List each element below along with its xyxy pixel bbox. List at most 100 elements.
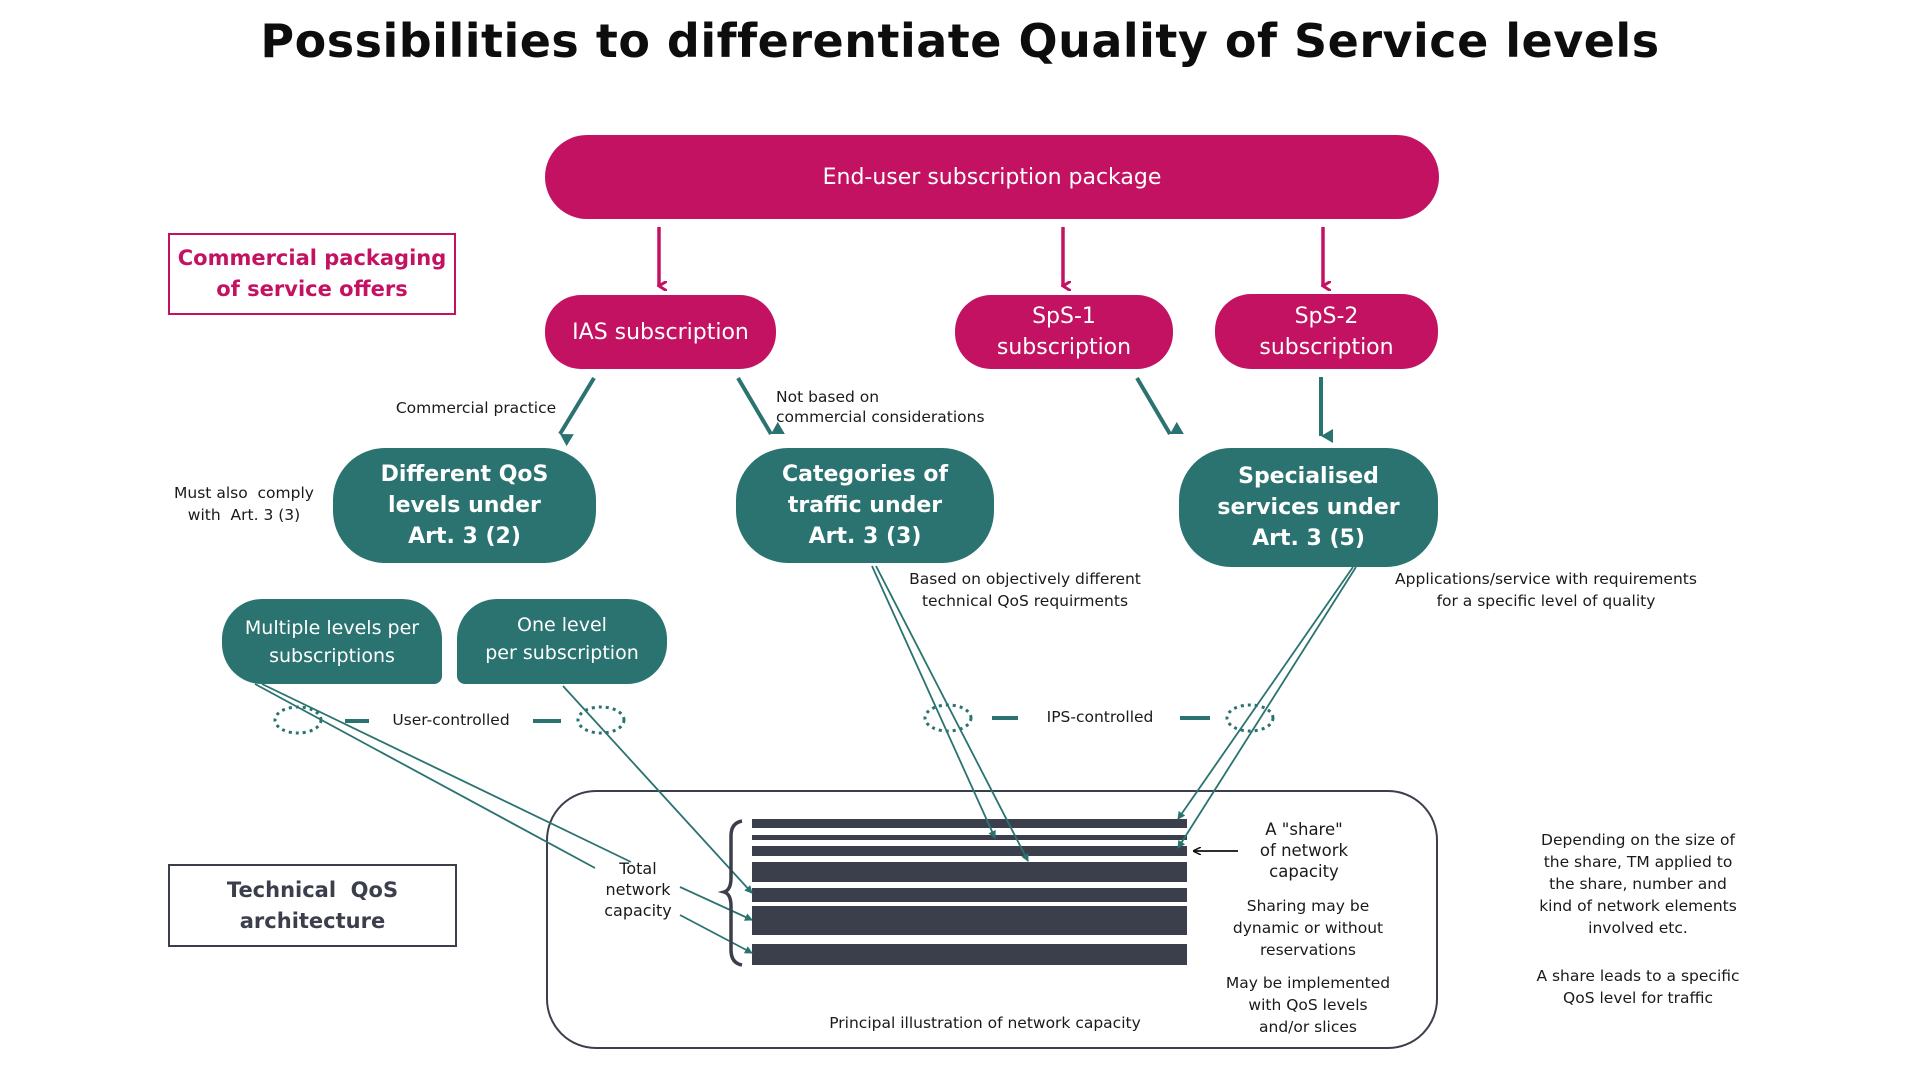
- side-note-line: involved etc.: [1588, 919, 1688, 937]
- side-note-line: the share, TM applied to: [1543, 853, 1733, 871]
- ias-subscription-label: IAS subscription: [572, 319, 749, 345]
- traffic-categories-line: Art. 3 (3): [808, 524, 922, 549]
- capacity-share-bar: [752, 944, 1187, 965]
- qos-levels-line: Different QoS: [380, 462, 549, 487]
- specialised-services-line: Specialised: [1238, 464, 1379, 489]
- user-control-marker-icon: [576, 705, 626, 735]
- implemented-line: May be implemented: [1225, 974, 1391, 992]
- one-level-line: per subscription: [485, 641, 639, 664]
- ips-control-marker-icon: [923, 703, 973, 733]
- ips-controlled-text: IPS-controlled: [1046, 708, 1154, 726]
- capacity-share-bar: [752, 846, 1187, 856]
- must-comply-line: Must also comply: [174, 484, 314, 502]
- sps1-subscription-node: SpS-1 subscription: [955, 295, 1173, 369]
- multiple-levels-connector: [254, 683, 596, 869]
- technical-section-label: Technical QoS architecture: [168, 864, 457, 947]
- commercial-practice-note: Commercial practice: [396, 398, 556, 419]
- user-controlled-text: User-controlled: [392, 711, 510, 729]
- sps1-to-specialised-arrow: [1135, 376, 1184, 436]
- not-commercial-line: commercial considerations: [776, 408, 985, 426]
- commercial-practice-text: Commercial practice: [395, 399, 557, 417]
- not-commercial-line: Not based on: [776, 388, 880, 406]
- implemented-line: with QoS levels: [1248, 996, 1368, 1014]
- multiple-levels-line: Multiple levels per: [244, 616, 420, 639]
- traffic-categories-connector: [875, 565, 1029, 862]
- traffic-categories-connector: [871, 565, 996, 839]
- capacity-share-bar: [752, 819, 1187, 828]
- side-note-qos-level: A share leads to a specific QoS level fo…: [1536, 965, 1739, 1009]
- specialised-connector: [1177, 566, 1357, 849]
- traffic-categories-line: Categories of: [781, 462, 949, 487]
- total-capacity-label: Total network capacity: [604, 858, 672, 921]
- sharing-note: Sharing may be dynamic or without reserv…: [1233, 895, 1383, 961]
- multiple-levels-connector: [261, 683, 632, 863]
- capacity-to-bar-connector: [679, 914, 753, 954]
- capacity-share-bar: [752, 906, 1187, 935]
- side-note-line: QoS level for traffic: [1563, 989, 1713, 1007]
- applications-line: for a specific level of quality: [1436, 592, 1656, 610]
- objective-requirements-line: Based on objectively different: [909, 570, 1141, 588]
- traffic-categories-line: traffic under: [787, 493, 943, 518]
- ias-to-qos-levels-arrow: [558, 376, 596, 447]
- technical-label-line: architecture: [239, 908, 386, 933]
- not-commercial-note: Not based on commercial considerations: [776, 387, 985, 427]
- objective-requirements-note: Based on objectively different technical…: [909, 568, 1141, 612]
- illustration-caption: Principal illustration of network capaci…: [829, 1013, 1141, 1034]
- commercial-label-line: Commercial packaging: [177, 246, 447, 270]
- technical-label-line: Technical QoS: [226, 877, 399, 902]
- ias-subscription-node: IAS subscription: [545, 295, 776, 369]
- illustration-caption-text: Principal illustration of network capaci…: [829, 1014, 1141, 1032]
- qos-levels-line: Art. 3 (2): [408, 524, 521, 549]
- user-controlled-label: User-controlled: [392, 710, 509, 731]
- share-label: A "share" of network capacity: [1260, 819, 1348, 882]
- specialised-connector: [1177, 566, 1354, 820]
- implemented-line: and/or slices: [1259, 1018, 1357, 1036]
- total-capacity-brace-icon: [717, 819, 743, 967]
- share-line: of network: [1259, 841, 1349, 860]
- commercial-section-label: Commercial packaging of service offers: [168, 233, 456, 315]
- end-user-package-node: End-user subscription package: [545, 135, 1439, 219]
- side-note-line: the share, number and: [1549, 875, 1727, 893]
- sps1-label-line: subscription: [996, 335, 1132, 360]
- network-to-bar-connector: [679, 886, 753, 921]
- multiple-levels-node: Multiple levels per subscriptions: [222, 599, 442, 684]
- sps2-label-line: SpS-2: [1294, 303, 1359, 329]
- applications-note: Applications/service with requirements f…: [1395, 568, 1697, 612]
- commercial-label-line: of service offers: [216, 277, 408, 301]
- share-line: capacity: [1269, 862, 1339, 881]
- sps2-subscription-node: SpS-2 subscription: [1215, 294, 1438, 369]
- total-capacity-line: Total: [619, 859, 657, 878]
- capacity-share-bar: [752, 835, 1187, 840]
- implemented-note: May be implemented with QoS levels and/o…: [1226, 972, 1390, 1038]
- sps1-label-line: SpS-1: [1032, 304, 1096, 329]
- side-note-line: kind of network elements: [1539, 897, 1737, 915]
- total-capacity-line: network: [605, 880, 671, 899]
- must-comply-line: with Art. 3 (3): [187, 506, 301, 524]
- page-title: Possibilities to differentiate Quality o…: [260, 14, 1660, 68]
- applications-line: Applications/service with requirements: [1395, 570, 1697, 588]
- capacity-share-bar: [752, 888, 1187, 902]
- multiple-levels-line: subscriptions: [269, 644, 395, 667]
- side-note-line: A share leads to a specific: [1536, 967, 1740, 985]
- qos-levels-node: Different QoS levels under Art. 3 (2): [333, 448, 596, 563]
- share-line: A "share": [1265, 820, 1343, 839]
- ias-to-traffic-categories-arrow: [736, 376, 785, 436]
- ips-control-marker-icon: [1225, 703, 1275, 733]
- specialised-services-node: Specialised services under Art. 3 (5): [1179, 448, 1438, 567]
- objective-requirements-line: technical QoS requirments: [921, 592, 1129, 610]
- must-comply-note: Must also comply with Art. 3 (3): [174, 482, 314, 526]
- one-level-connector: [562, 685, 753, 894]
- ips-controlled-label: IPS-controlled: [1047, 707, 1154, 728]
- sharing-line: dynamic or without: [1232, 919, 1384, 937]
- specialised-services-line: services under: [1217, 495, 1400, 520]
- sharing-line: Sharing may be: [1246, 897, 1370, 915]
- sharing-line: reservations: [1260, 941, 1356, 959]
- total-capacity-line: capacity: [604, 901, 672, 920]
- user-control-marker-icon: [273, 705, 323, 735]
- side-note-share-size: Depending on the size of the share, TM a…: [1539, 829, 1737, 939]
- side-note-line: Depending on the size of: [1541, 831, 1735, 849]
- one-level-node: One level per subscription: [457, 599, 667, 684]
- qos-levels-line: levels under: [388, 493, 541, 518]
- sps2-label-line: subscription: [1259, 334, 1394, 360]
